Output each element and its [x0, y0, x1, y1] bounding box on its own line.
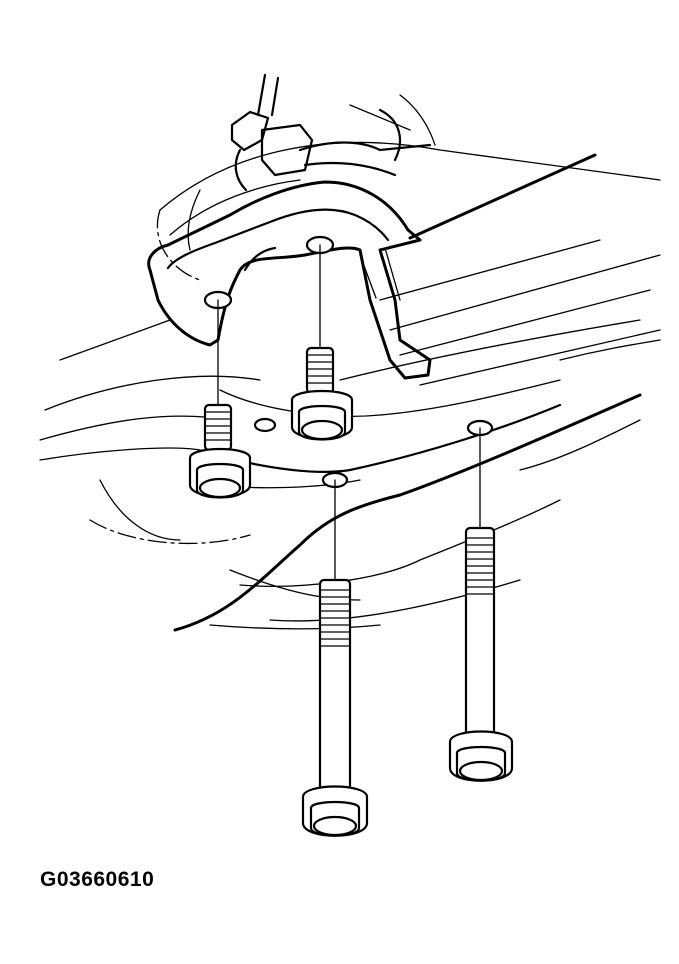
mounting-bracket: [147, 180, 432, 380]
bolt-holes: [203, 235, 494, 489]
short-bolt-left: [188, 403, 252, 499]
frame-hole-small: [253, 417, 277, 433]
long-bolt-left: [301, 578, 369, 837]
alignment-lines: [217, 244, 481, 586]
frame-rail-lines: [39, 141, 661, 630]
harness-connector: [187, 73, 436, 251]
crossmember: [173, 153, 642, 632]
short-bolt-right: [290, 346, 354, 441]
long-bolt-right: [448, 526, 514, 782]
figure-code-label: G03660610: [40, 868, 155, 891]
